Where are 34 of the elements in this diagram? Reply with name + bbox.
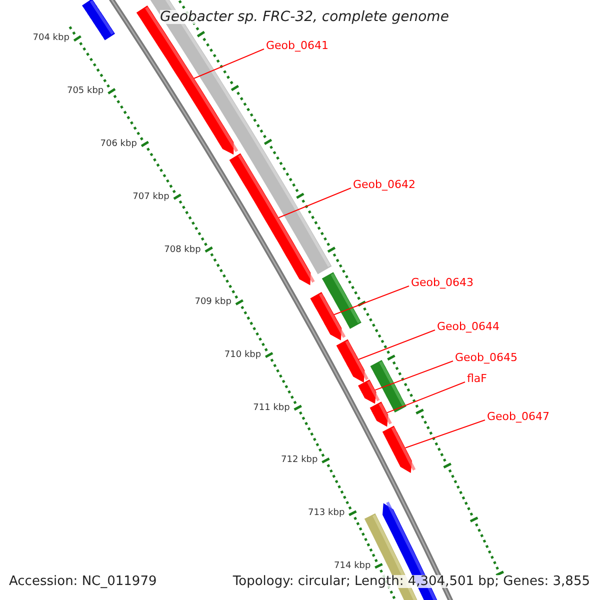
tick-label: 714 kbp [334, 562, 371, 571]
tick-label: 711 kbp [253, 404, 290, 413]
tick-label: 710 kbp [224, 351, 262, 360]
genome-info-text: Topology: circular; Length: 4,304,501 bp; Genes: 3,855 [232, 575, 590, 588]
tick-label: 708 kbp [164, 246, 201, 255]
tick-label: 706 kbp [100, 140, 137, 149]
leader-line [374, 360, 454, 391]
gene-label: Geob_0644 [437, 321, 500, 332]
gene-feature [336, 339, 368, 383]
gene-label: Geob_0645 [455, 352, 518, 363]
gene-feature [370, 402, 392, 427]
tick-label: 704 kbp [32, 34, 70, 44]
gene-feature [310, 292, 346, 340]
gene-feature [382, 426, 416, 473]
tick-label: 713 kbp [308, 509, 345, 518]
gene-label: Geob_0647 [487, 411, 550, 422]
gene-feature [358, 380, 380, 404]
leader-line [404, 420, 486, 448]
gene-label: Geob_0641 [266, 40, 328, 51]
leader-line [278, 188, 352, 218]
leader-line [386, 382, 466, 414]
gene-feature [229, 153, 315, 286]
leader-line [358, 330, 436, 360]
leader-line [194, 48, 264, 79]
leader-line [334, 286, 410, 316]
map-title: Geobacter sp. FRC-32, complete genome [160, 10, 449, 24]
accession-text: Accession: NC_011979 [9, 575, 157, 588]
gene-label: Geob_0642 [353, 179, 416, 190]
tick-label: 712 kbp [281, 456, 318, 466]
tick-label: 709 kbp [194, 298, 232, 308]
tick-label: 707 kbp [132, 192, 170, 202]
tick-label: 705 kbp [66, 87, 104, 96]
gene-label: Geob_0643 [411, 277, 474, 288]
gene-label: flaF [467, 373, 487, 384]
